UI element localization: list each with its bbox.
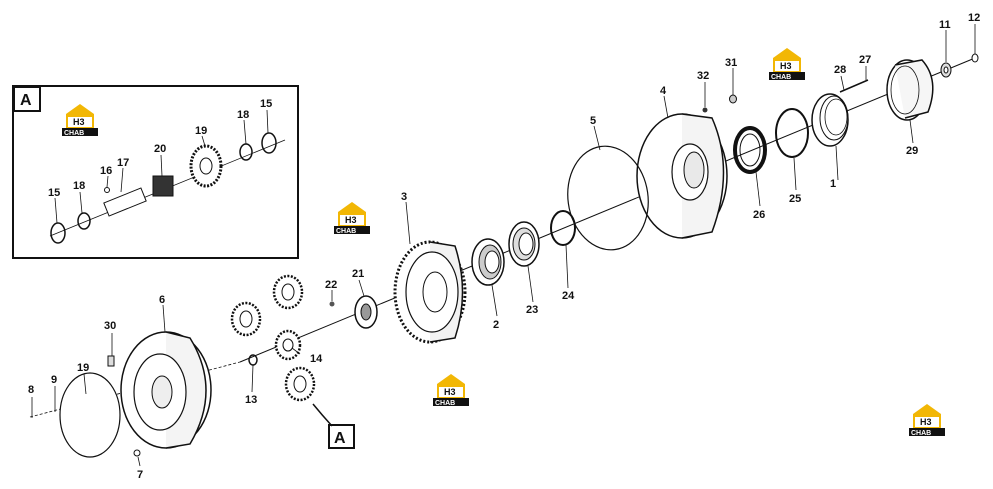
logo-watermark: H3 CHAB [62, 104, 98, 137]
wheel-hub-4 [636, 113, 728, 239]
label-part-26: 26 [753, 209, 765, 221]
label-part-13: 13 [245, 394, 257, 406]
detail-box-a [12, 85, 299, 259]
detail-ball-16 [104, 187, 110, 193]
label-part-11: 11 [939, 19, 951, 31]
label-part-32: 32 [697, 70, 709, 82]
ring-gear-3 [393, 240, 467, 344]
detail-washer-15-right [261, 132, 277, 154]
bearing-2 [471, 238, 505, 286]
detail-needle-bearing-20 [152, 175, 174, 197]
thrust-washer-21 [354, 295, 378, 329]
label-detail-19: 19 [195, 125, 207, 137]
leader-lines [31, 24, 976, 467]
callout-a-leader [312, 403, 333, 427]
fitting-30 [107, 355, 115, 367]
label-detail-15-right: 15 [260, 98, 272, 110]
logo-watermark: H3 CHAB [334, 202, 370, 235]
label-part-19-cover: 19 [77, 362, 89, 374]
svg-text:CHAB: CHAB [435, 400, 455, 407]
label-part-23: 23 [526, 304, 538, 316]
label-part-31: 31 [725, 57, 737, 69]
label-part-8: 8 [28, 384, 34, 396]
sun-gear-14 [274, 329, 302, 361]
detail-pin-17 [103, 187, 147, 217]
o-ring-25 [775, 108, 809, 158]
nut-11 [940, 62, 952, 78]
svg-text:H3: H3 [444, 387, 456, 397]
label-part-6: 6 [159, 294, 165, 306]
label-part-12: 12 [968, 12, 980, 24]
svg-text:H3: H3 [73, 117, 85, 127]
label-detail-15-left: 15 [48, 187, 60, 199]
label-part-30: 30 [104, 320, 116, 332]
label-detail-17: 17 [117, 157, 129, 169]
label-part-29: 29 [906, 145, 918, 157]
callout-a-tag [328, 424, 355, 449]
label-detail-18-left: 18 [73, 180, 85, 192]
detail-box-a-tag [13, 86, 41, 112]
cover-plate-19 [59, 372, 121, 458]
label-part-25: 25 [789, 193, 801, 205]
detail-box-a-letter: A [20, 92, 32, 109]
svg-text:CHAB: CHAB [64, 130, 84, 137]
label-detail-18-right: 18 [237, 109, 249, 121]
o-ring-5 [567, 145, 649, 251]
planet-gear-top [272, 274, 304, 310]
label-part-24: 24 [562, 290, 575, 302]
plug-12 [971, 53, 979, 63]
label-part-22: 22 [325, 279, 337, 291]
seal-26 [733, 126, 767, 174]
logo-watermark: H3 CHAB [909, 404, 945, 437]
detail-gear-19 [189, 144, 223, 188]
nut-31 [729, 94, 737, 104]
bearing-23 [508, 221, 540, 267]
svg-text:H3: H3 [780, 61, 792, 71]
pin-22 [329, 301, 335, 307]
detail-washer-15-left [50, 222, 66, 244]
bolt-27 [839, 79, 869, 93]
label-part-9: 9 [51, 374, 57, 386]
planet-gear-bottom [284, 366, 316, 402]
bolt-7 [133, 449, 141, 457]
label-part-21: 21 [352, 268, 364, 280]
label-part-27: 27 [859, 54, 871, 66]
detail-washer-18-left [77, 212, 91, 230]
label-detail-16: 16 [100, 165, 112, 177]
label-part-3: 3 [401, 191, 407, 203]
detail-washer-18-right [239, 143, 253, 161]
label-part-7: 7 [137, 469, 143, 481]
logo-watermark: H3 CHAB [769, 48, 805, 81]
label-part-5: 5 [590, 115, 596, 127]
ring-24 [550, 210, 576, 246]
label-part-14: 14 [310, 353, 323, 365]
label-part-2: 2 [493, 319, 499, 331]
logo-watermark: H3 CHAB [433, 374, 469, 407]
planet-gear-left [230, 301, 262, 337]
label-part-1: 1 [830, 178, 836, 190]
svg-text:H3: H3 [345, 215, 357, 225]
label-part-4: 4 [660, 85, 667, 97]
label-detail-20: 20 [154, 143, 166, 155]
svg-text:CHAB: CHAB [771, 74, 791, 81]
end-cap-29 [886, 59, 934, 121]
svg-text:CHAB: CHAB [336, 228, 356, 235]
svg-text:CHAB: CHAB [911, 430, 931, 437]
seal-carrier-1 [811, 93, 849, 147]
screw-32 [702, 107, 708, 113]
svg-text:H3: H3 [920, 417, 932, 427]
planet-carrier-6 [120, 331, 212, 449]
callout-a-letter: A [334, 430, 346, 447]
label-part-28: 28 [834, 64, 846, 76]
